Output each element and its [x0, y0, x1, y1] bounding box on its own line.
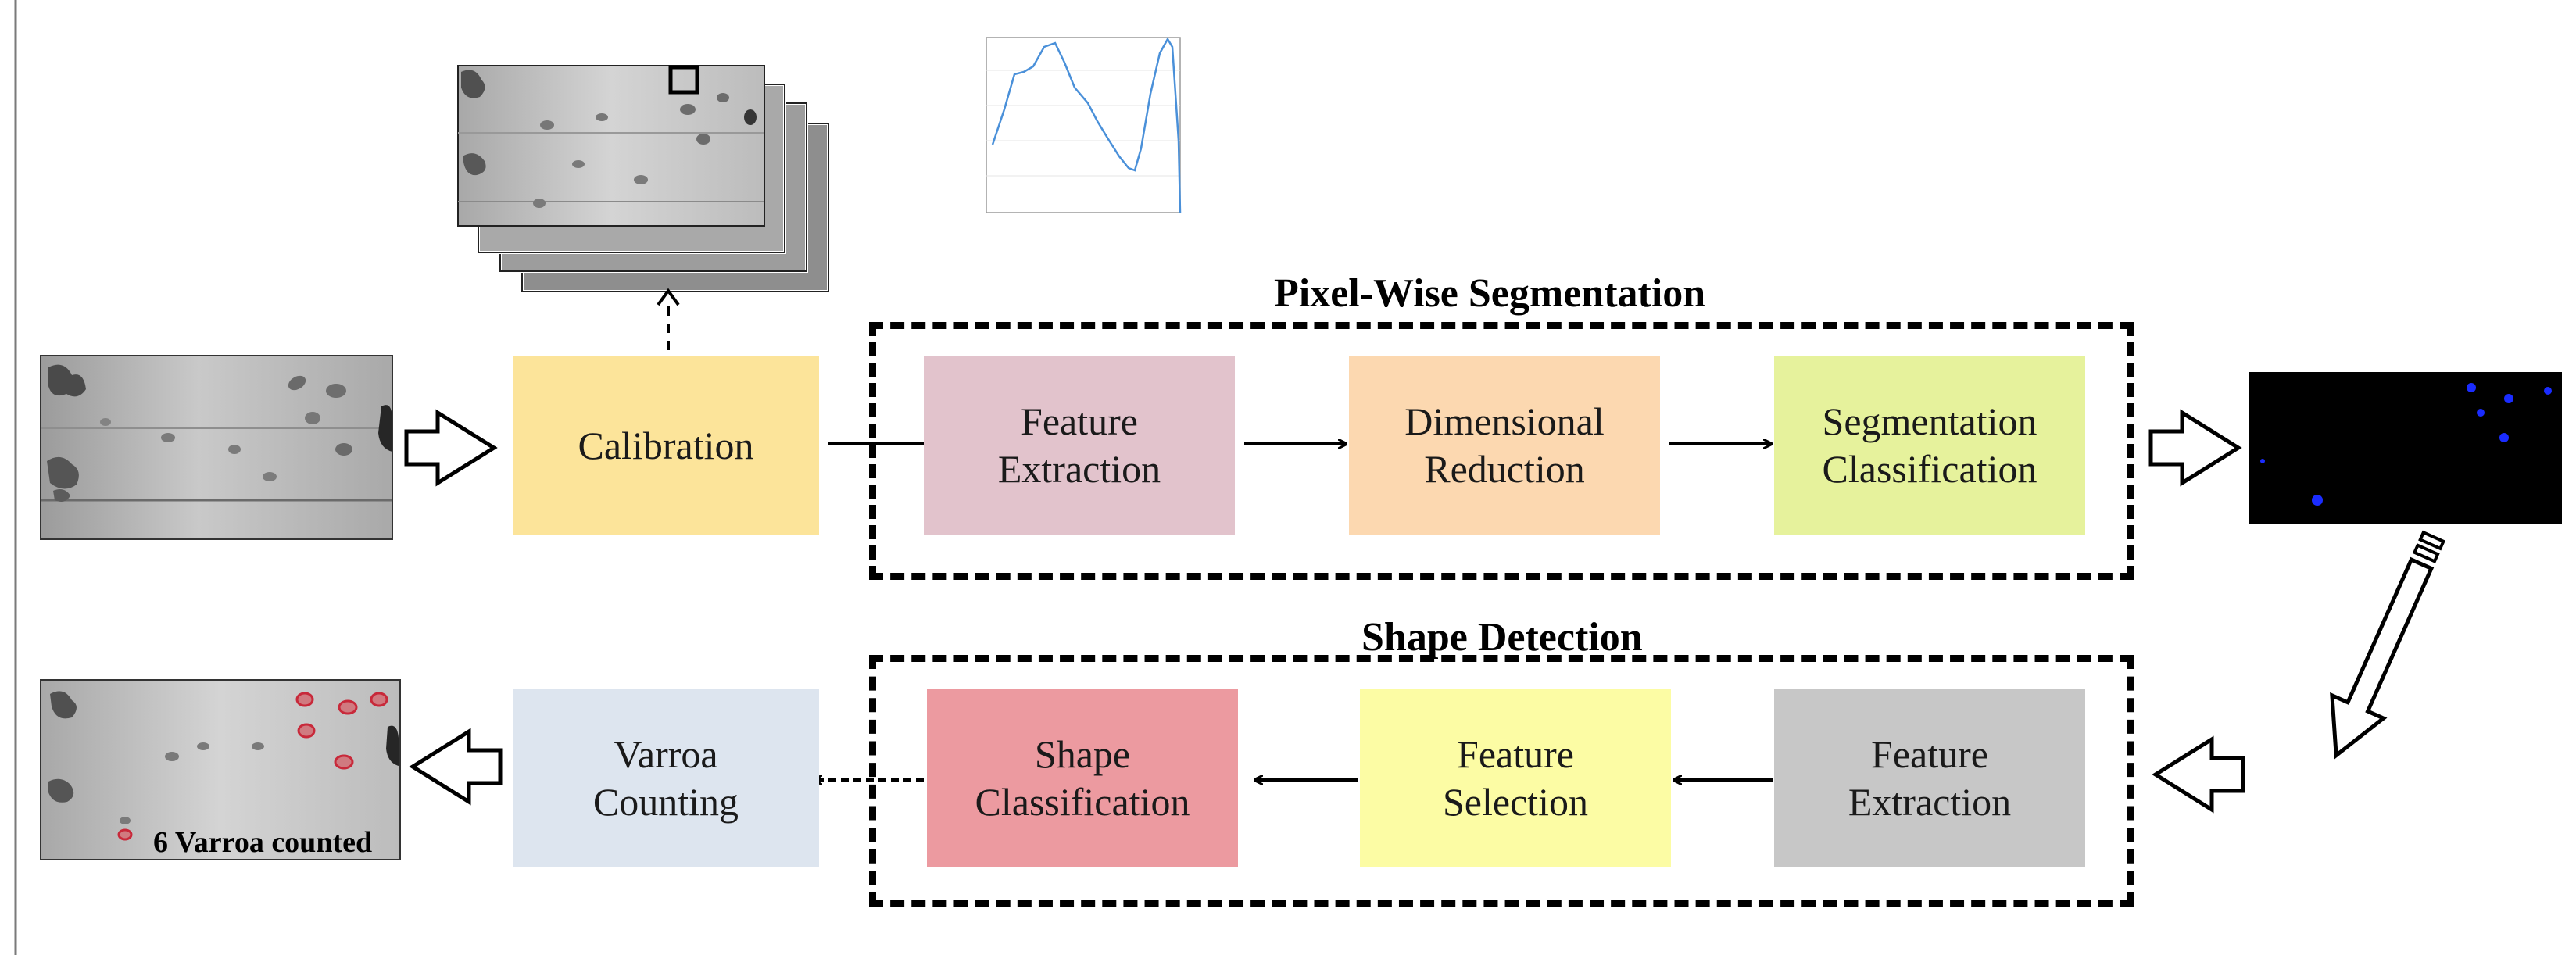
hollow-arrow-2: [2148, 409, 2242, 487]
step-label-line-2: Reduction: [1424, 447, 1585, 491]
shape-detection-title: Shape Detection: [1361, 615, 1643, 660]
detected-varroa-marks: [117, 692, 388, 841]
feature-selection-box: Feature Selection: [1360, 689, 1671, 867]
feature-extraction-box-2: Feature Extraction: [1774, 689, 2085, 867]
calibration-box: Calibration: [513, 356, 819, 535]
selected-region-marker: [668, 65, 699, 95]
step-label-line-2: Extraction: [997, 447, 1161, 491]
step-label-line-1: Varroa: [614, 732, 718, 776]
pixel-wise-segmentation-title: Pixel-Wise Segmentation: [1274, 271, 1706, 316]
step-label-line-1: Feature: [1457, 732, 1574, 776]
shape-detection-group: [869, 655, 2134, 907]
step-label-line-1: Shape: [1034, 732, 1131, 776]
hollow-arrow-3: [2152, 735, 2245, 814]
step-label-line-2: Counting: [592, 780, 739, 824]
varroa-count-result: 6 Varroa counted: [153, 826, 373, 859]
step-label-line-2: Extraction: [1848, 780, 2012, 824]
feature-extraction-box-1: Feature Extraction: [924, 356, 1235, 535]
calibration-label: Calibration: [578, 423, 754, 467]
input-image: [40, 355, 393, 540]
spectrum-line: [991, 37, 1182, 213]
step-label-line-1: Feature: [1021, 399, 1138, 443]
dimensional-reduction-box: Dimensional Reduction: [1349, 356, 1660, 535]
segmentation-mask-image: [2249, 372, 2562, 524]
varroa-counting-box: Varroa Counting: [513, 689, 819, 867]
hollow-arrow-1: [404, 409, 498, 487]
segmentation-classification-box: Segmentation Classification: [1774, 356, 2085, 535]
output-image: [40, 679, 401, 860]
step-label-line-1: Dimensional: [1404, 399, 1605, 443]
shape-classification-box: Shape Classification: [927, 689, 1238, 867]
hollow-arrow-4: [409, 728, 503, 806]
step-label-line-2: Selection: [1442, 780, 1589, 824]
calibrated-image-stack: [457, 65, 830, 293]
reflectance-spectrum-plot: [974, 31, 1185, 223]
diagonal-hollow-arrow: [2330, 530, 2446, 760]
step-label-line-2: Classification: [1822, 447, 2038, 491]
step-label-line-1: Segmentation: [1822, 399, 2038, 443]
pixel-wise-segmentation-group: [869, 322, 2134, 580]
step-label-line-2: Classification: [975, 780, 1190, 824]
step-label-line-1: Feature: [1871, 732, 1988, 776]
